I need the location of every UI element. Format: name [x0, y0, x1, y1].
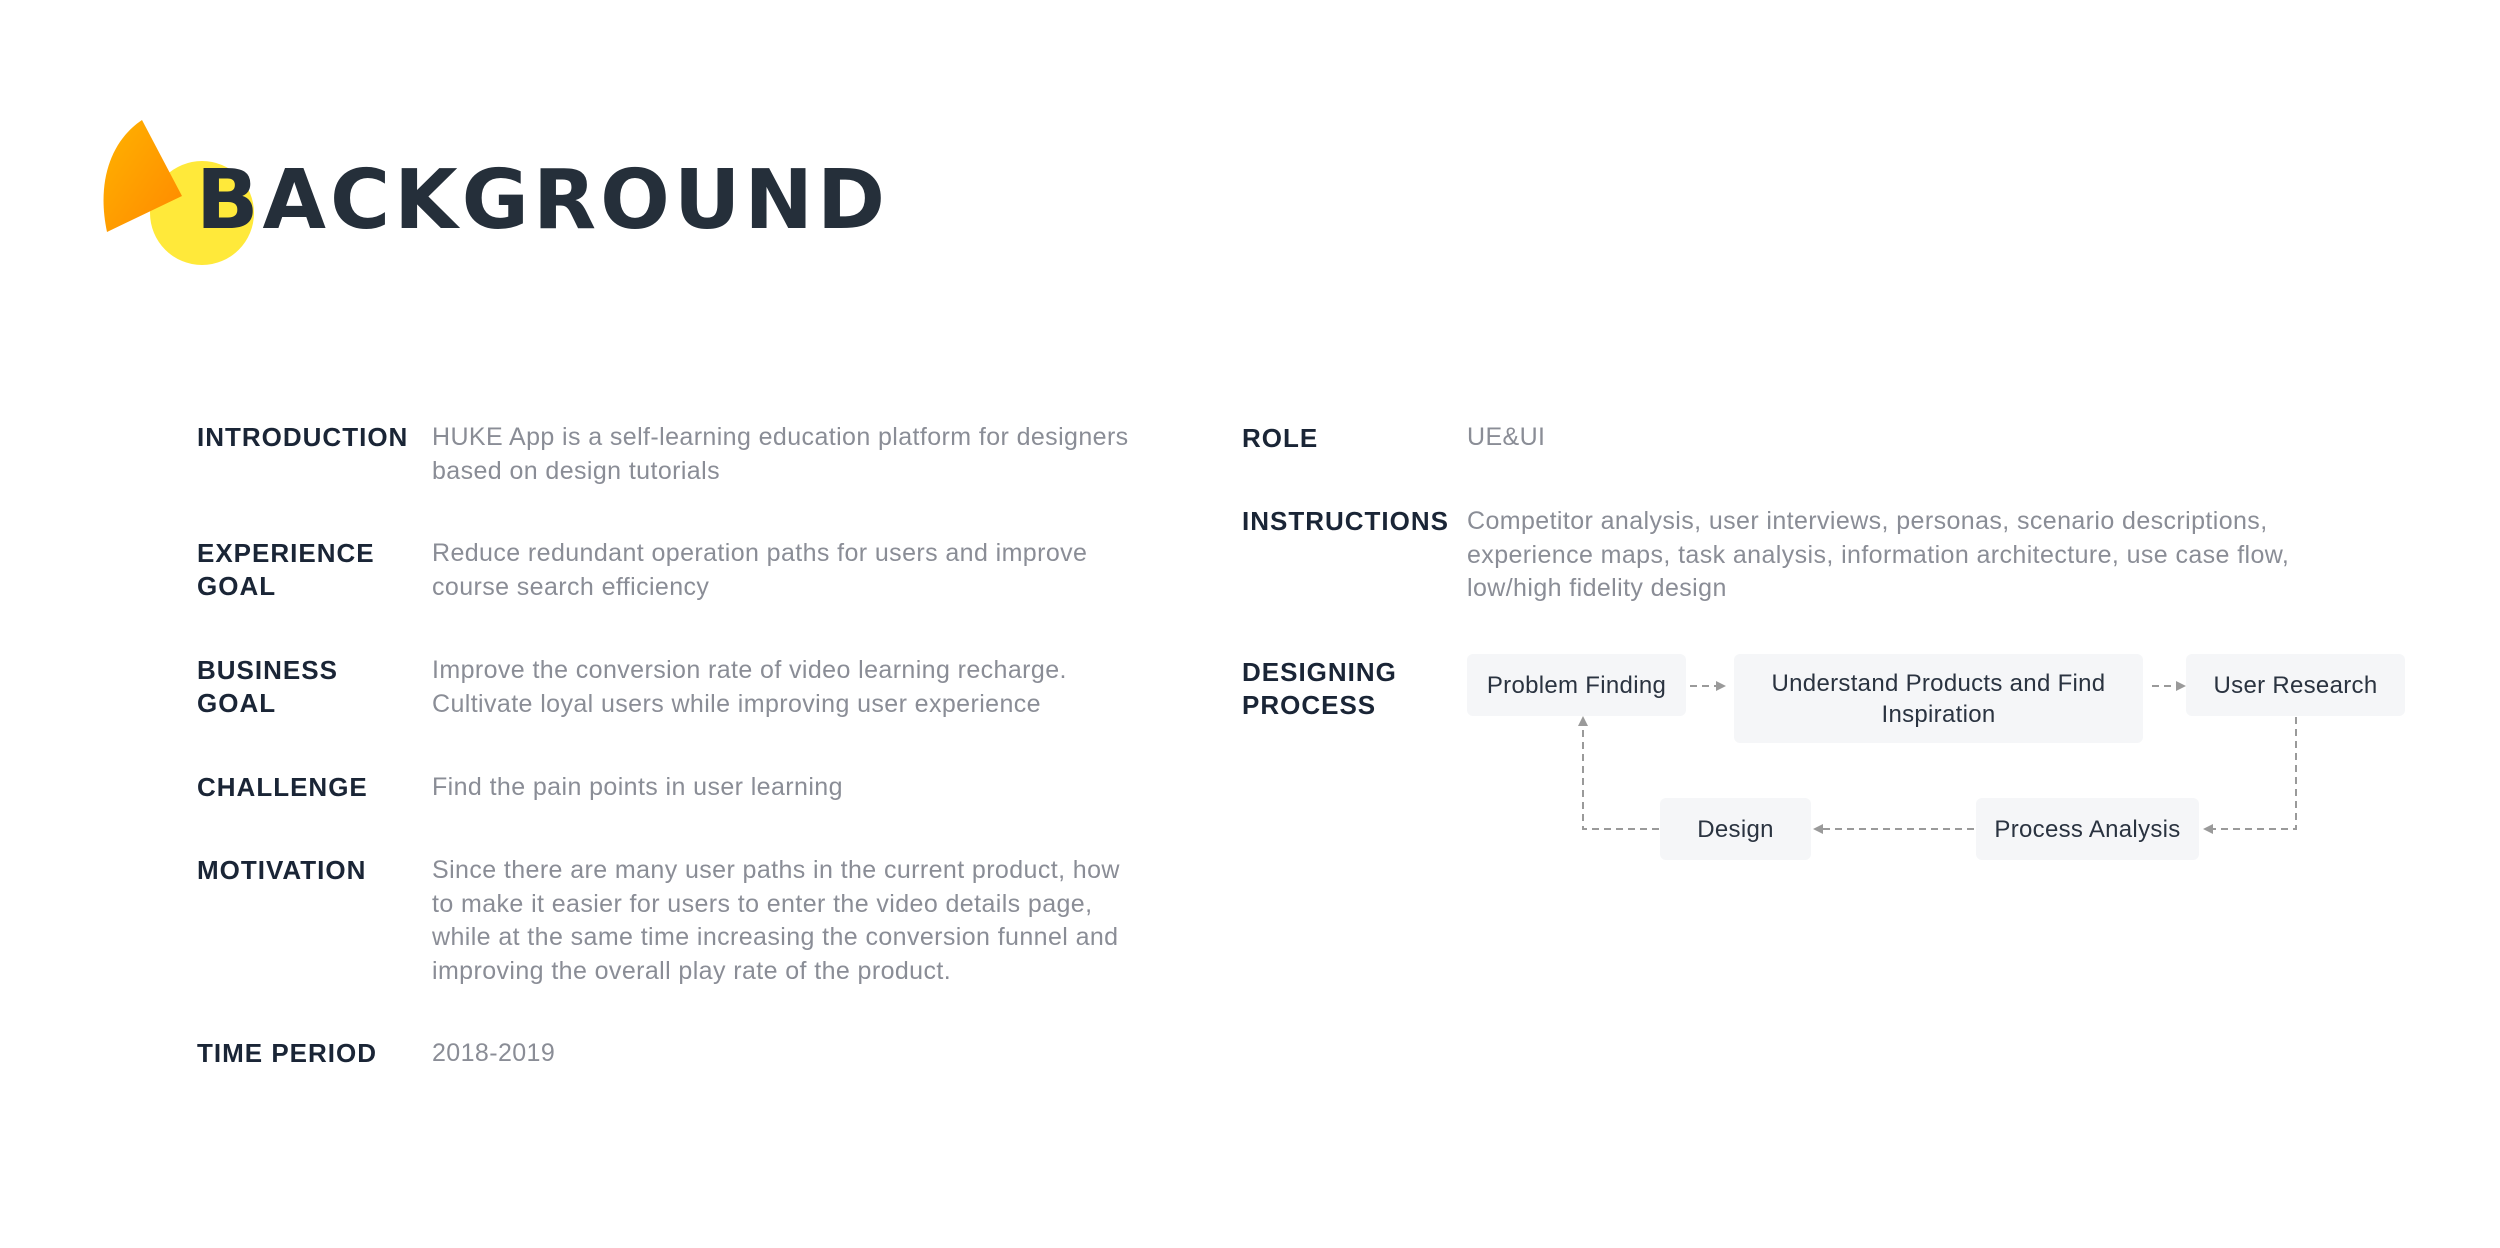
orange-wedge: [103, 120, 182, 232]
text-experience-goal: Reduce redundant operation paths for use…: [432, 539, 1088, 601]
label-time-period: TIME PERIOD: [197, 1038, 378, 1068]
process-step-process-analysis: Process Analysis: [1976, 798, 2199, 860]
label-instructions: INSTRUCTIONS: [1242, 506, 1449, 536]
text-business-goal: Improve the conversion rate of video lea…: [432, 656, 1067, 718]
process-step-understand-products: Understand Products and Find Inspiration: [1734, 654, 2143, 743]
text-role: UE&UI: [1467, 423, 1546, 451]
process-step-design: Design: [1660, 798, 1811, 860]
text-instructions: Competitor analysis, user interviews, pe…: [1467, 507, 2290, 602]
label-motivation: MOTIVATION: [197, 855, 367, 885]
label-role: ROLE: [1242, 423, 1319, 453]
text-time-period: 2018-2019: [432, 1039, 556, 1067]
label-experience-goal: EXPERIENCE GOAL: [197, 538, 375, 601]
text-introduction: HUKE App is a self-learning education pl…: [432, 423, 1129, 485]
label-introduction: INTRODUCTION: [197, 422, 409, 452]
arrow-design-to-finding: [1578, 716, 1659, 830]
text-challenge: Find the pain points in user learning: [432, 773, 843, 801]
label-business-goal: BUSINESS GOAL: [197, 655, 338, 718]
logo-shape: [103, 120, 254, 265]
process-step-problem-finding: Problem Finding: [1467, 654, 1686, 716]
text-motivation: Since there are many user paths in the c…: [432, 856, 1120, 985]
arrow-research-to-analysis: [2203, 717, 2297, 834]
label-challenge: CHALLENGE: [197, 772, 368, 802]
process-step-user-research: User Research: [2186, 654, 2405, 716]
page-title: BACKGROUND: [196, 153, 890, 248]
label-designing-process: DESIGNING PROCESS: [1242, 657, 1397, 720]
